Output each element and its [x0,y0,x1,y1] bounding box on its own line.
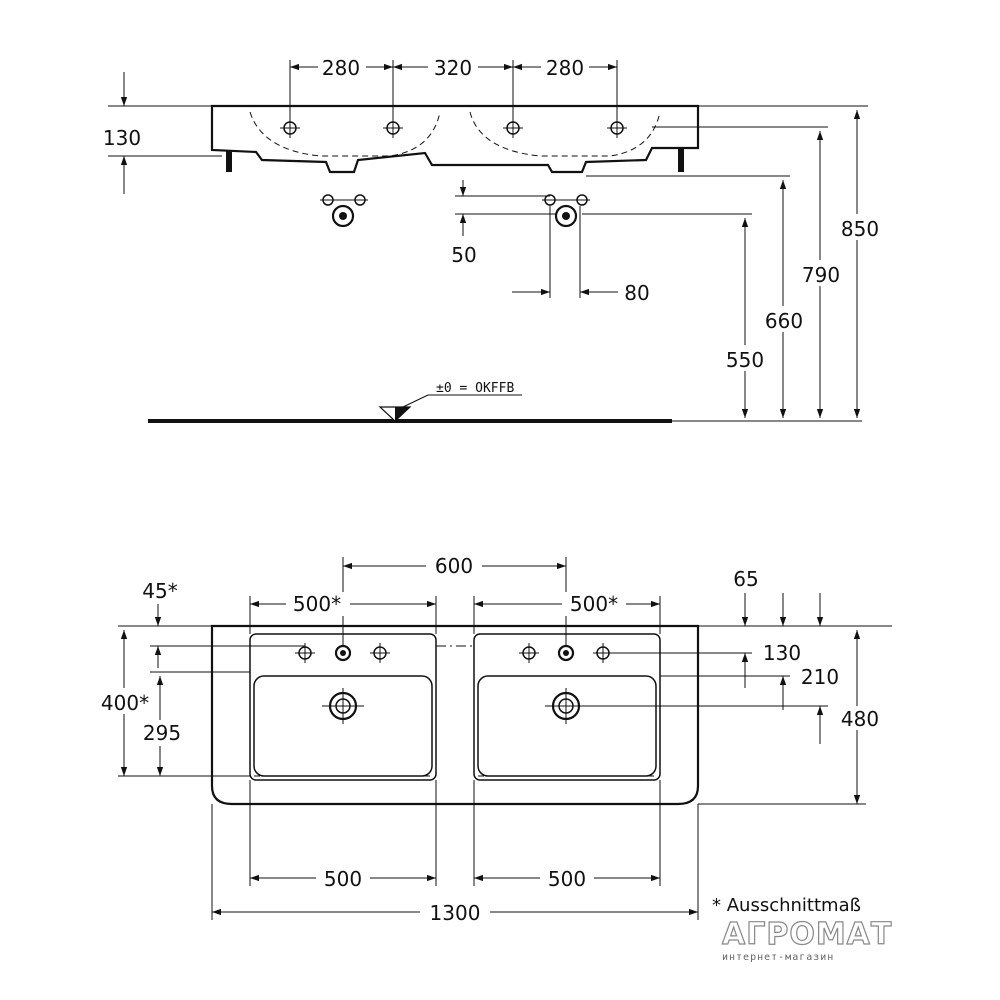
watermark-subtitle: интернет-магазин [722,952,834,963]
watermark-brand: АГРОМАТ [722,917,892,952]
dim-130-thickness: 130 [103,126,141,150]
dim-295: 295 [143,721,181,745]
footnote-cutout: * Ausschnittmaß [712,895,861,916]
bowl-left-basin [253,675,433,777]
dim-280-left: 280 [322,56,360,80]
top-view: 600 500* 500* 45* 400* 295 65 [96,554,892,925]
drain-left-icon [322,688,364,724]
dim-790: 790 [802,263,840,287]
dim-500-bowl-left: 500 [324,867,362,891]
dim-850: 850 [841,217,879,241]
bowl-right-rim [473,633,661,781]
side-view: 280 320 280 130 850 790 660 550 50 [103,56,884,423]
leg-left [226,150,232,172]
bowl-hidden-right [469,111,661,157]
dim-320: 320 [434,56,472,80]
floor-reference-label: ±0 = OKFFB [436,381,514,396]
dim-45-cutout: 45* [142,579,177,603]
dim-500-cutout-right: 500* [570,592,618,616]
tap-holes-left [295,643,390,663]
dim-660: 660 [765,309,803,333]
dim-210: 210 [801,665,839,689]
tap-hole-1 [280,118,300,138]
basin-side-outline [210,104,700,174]
leg-right [678,148,684,172]
basin-plan-outline [210,624,700,806]
dim-500-bowl-right: 500 [548,867,586,891]
dim-65: 65 [733,567,758,591]
tap-hole-4 [607,118,627,138]
dim-400-cutout: 400* [101,691,149,715]
dim-280-right: 280 [546,56,584,80]
water-supply-left [320,194,368,228]
dim-50: 50 [451,243,476,267]
water-supply-right [542,194,590,228]
tap-holes-right [519,643,613,663]
bowl-right-basin [477,675,657,777]
dim-480: 480 [841,707,879,731]
tap-hole-2 [383,118,403,138]
dim-600: 600 [435,554,473,578]
dim-130-plan: 130 [763,641,801,665]
dim-550: 550 [726,348,764,372]
dim-500-cutout-left: 500* [293,592,341,616]
tap-hole-3 [503,118,523,138]
dim-80: 80 [624,281,649,305]
bowl-hidden-left [249,111,441,157]
dim-1300: 1300 [430,901,481,925]
